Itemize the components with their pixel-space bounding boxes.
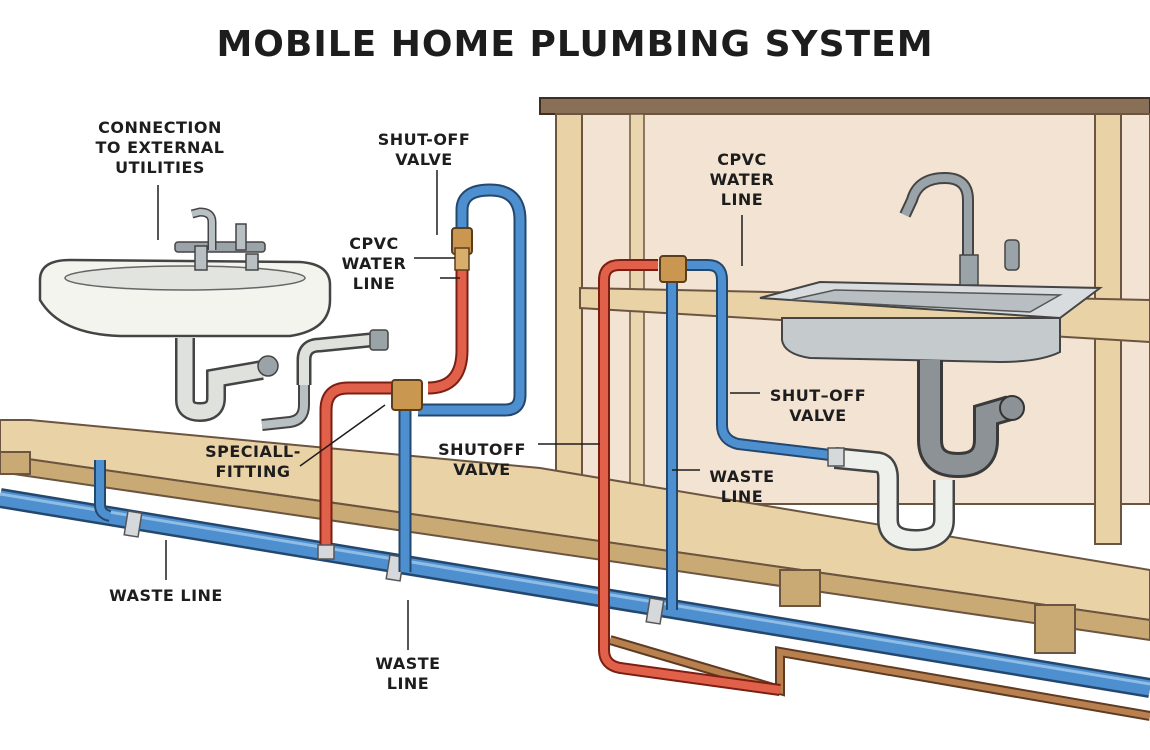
label-line: SHUTOFF <box>438 440 526 459</box>
label-connection-utilities: CONNECTION TO EXTERNAL UTILITIES <box>68 118 252 178</box>
middle-risers <box>317 183 527 572</box>
label-line: WATER <box>341 254 407 273</box>
label-line: SPECIALL- <box>205 442 301 461</box>
label-line: VALVE <box>453 460 511 479</box>
label-line: LINE <box>352 274 396 293</box>
label-line: CPVC <box>717 150 767 169</box>
label-line: WASTE LINE <box>109 586 223 605</box>
label-speciall-fitting: SPECIALL- FITTING <box>188 442 318 482</box>
label-shutoff-valve-right: SHUT–OFF VALVE <box>756 386 880 426</box>
label-shutoff-valve-top: SHUT-OFF VALVE <box>362 130 486 170</box>
label-line: UTILITIES <box>115 158 205 177</box>
floor-platform <box>0 419 1150 654</box>
label-cpvc-water-line-left: CPVC WATER LINE <box>326 234 422 294</box>
label-line: SHUT–OFF <box>769 386 867 405</box>
label-line: VALVE <box>395 150 453 169</box>
label-line: CONNECTION <box>98 118 222 137</box>
label-waste-line-right: WASTE LINE <box>700 467 784 507</box>
left-drop-pipe <box>96 460 111 520</box>
label-line: LINE <box>720 190 764 209</box>
label-line: LINE <box>720 487 764 506</box>
right-risers <box>598 255 831 696</box>
label-cpvc-water-line-right: CPVC WATER LINE <box>694 150 790 210</box>
label-line: TO EXTERNAL <box>95 138 225 157</box>
diagram-title: MOBILE HOME PLUMBING SYSTEM <box>216 24 934 65</box>
label-shutoff-valve-mid: SHUTOFF VALVE <box>430 440 534 480</box>
right-sink <box>759 171 1103 552</box>
label-line: SHUT-OFF <box>377 130 471 149</box>
main-waste-pipe <box>0 488 1150 698</box>
label-waste-line-left: WASTE LINE <box>86 586 246 606</box>
label-line: LINE <box>386 674 430 693</box>
drain-pipe-brown <box>608 635 1150 721</box>
label-line: CPVC <box>349 234 399 253</box>
label-line: FITTING <box>215 462 291 481</box>
label-line: WATER <box>709 170 775 189</box>
left-sink <box>38 207 389 431</box>
label-waste-line-bottom: WASTE LINE <box>364 654 452 694</box>
label-line: VALVE <box>789 406 847 425</box>
callout-lines <box>157 170 760 650</box>
label-line: WASTE <box>709 467 775 486</box>
label-line: WASTE <box>375 654 441 673</box>
